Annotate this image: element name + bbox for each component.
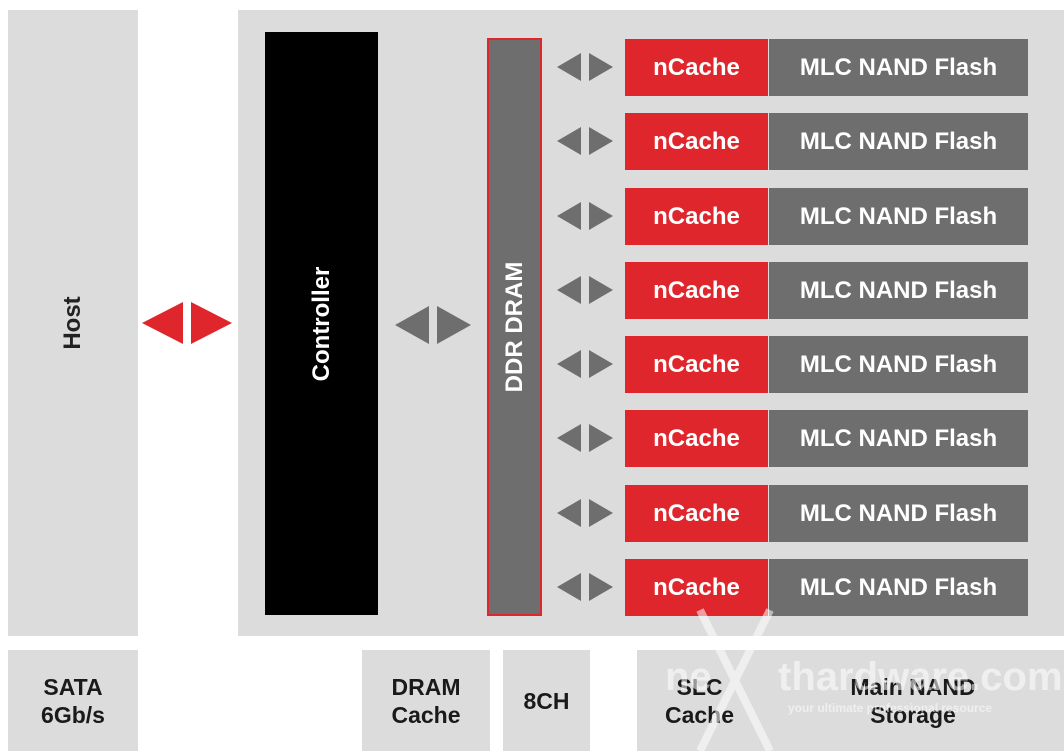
mlc-nand-block: MLC NAND Flash [769,188,1028,245]
double-arrow-icon [557,53,613,81]
controller-block: Controller [265,32,378,615]
mlc-nand-block: MLC NAND Flash [769,410,1028,467]
footer-slc-cache: SLC Cache [637,650,762,751]
footer-sata-line2: 6Gb/s [41,701,105,728]
ncache-block: nCache [625,188,768,245]
ncache-block: nCache [625,113,768,170]
mlc-nand-block: MLC NAND Flash [769,262,1028,319]
footer-channels-label: 8CH [523,687,570,714]
ncache-block: nCache [625,336,768,393]
channel-row: nCache MLC NAND Flash [0,485,1064,542]
double-arrow-icon [557,127,613,155]
channel-row: nCache MLC NAND Flash [0,188,1064,245]
channel-row: nCache MLC NAND Flash [0,113,1064,170]
channel-row: nCache MLC NAND Flash [0,262,1064,319]
footer-dram-line2: Cache [391,701,461,728]
controller-dram-arrow-icon [395,306,471,344]
footer-main-line1: Main NAND [850,673,976,700]
footer-sata-line1: SATA [43,673,103,700]
footer-dram-line1: DRAM [391,673,461,700]
double-arrow-icon [557,424,613,452]
channel-row: nCache MLC NAND Flash [0,559,1064,616]
channel-row: nCache MLC NAND Flash [0,410,1064,467]
channel-row: nCache MLC NAND Flash [0,336,1064,393]
ncache-block: nCache [625,39,768,96]
host-block: Host [8,10,138,636]
footer-dram-cache: DRAM Cache [362,650,490,751]
ncache-block: nCache [625,410,768,467]
footer-sata: SATA 6Gb/s [8,650,138,751]
ncache-block: nCache [625,485,768,542]
channel-row: nCache MLC NAND Flash [0,39,1064,96]
footer-main-line2: Storage [870,701,956,728]
footer-storage: SLC Cache Main NAND Storage [637,650,1064,751]
mlc-nand-block: MLC NAND Flash [769,485,1028,542]
mlc-nand-block: MLC NAND Flash [769,336,1028,393]
footer-slc-line2: Cache [664,701,735,728]
mlc-nand-block: MLC NAND Flash [769,113,1028,170]
ncache-block: nCache [625,559,768,616]
double-arrow-icon [557,350,613,378]
ncache-block: nCache [625,262,768,319]
host-controller-arrow-icon [142,302,232,344]
dram-block: DDR DRAM [487,38,542,616]
footer-slc-line1: SLC [676,673,723,700]
mlc-nand-block: MLC NAND Flash [769,39,1028,96]
double-arrow-icon [557,499,613,527]
double-arrow-icon [557,573,613,601]
footer-channels: 8CH [503,650,590,751]
double-arrow-icon [557,276,613,304]
footer-main-nand: Main NAND Storage [762,650,1064,751]
double-arrow-icon [557,202,613,230]
mlc-nand-block: MLC NAND Flash [769,559,1028,616]
